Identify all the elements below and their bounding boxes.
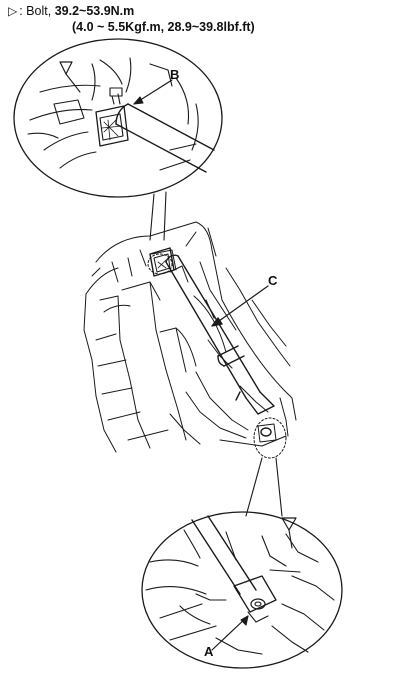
connector-line-bottom-right <box>275 457 283 517</box>
torque-spec-line2: (4.0 ~ 5.5Kgf.m, 28.9~39.8lbf.ft) <box>72 20 255 34</box>
connector-line-top-right <box>163 191 167 241</box>
detail-circle-top <box>13 38 223 198</box>
torque-value-nm: 39.2~53.9N.m <box>54 4 135 18</box>
bolt-label: : Bolt, <box>19 4 52 18</box>
bolt-triangle-icon: ▷ <box>8 4 18 18</box>
connector-line-bottom-left <box>245 457 263 517</box>
callout-a: A <box>204 644 214 659</box>
callout-b: B <box>170 67 179 82</box>
strut-bar <box>147 247 287 459</box>
connector-line-top-left <box>149 193 155 241</box>
callout-c: C <box>268 273 278 288</box>
torque-spec-line1: ▷: Bolt, 39.2~53.9N.m <box>8 4 134 19</box>
detail-circle-bottom <box>141 511 343 669</box>
vehicle-body-frame <box>83 221 297 453</box>
